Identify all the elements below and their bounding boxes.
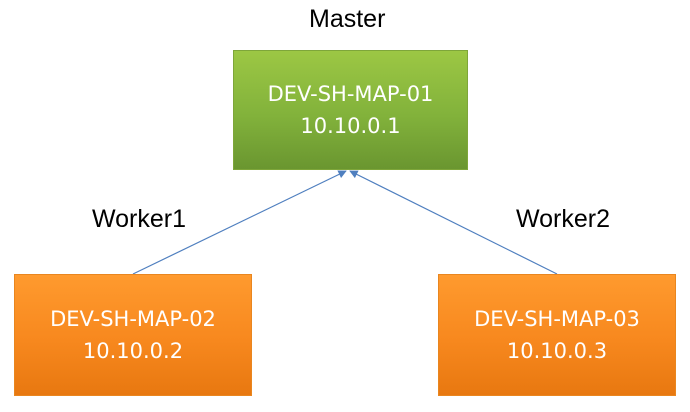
worker1-ip: 10.10.0.2	[82, 339, 184, 363]
worker1-node: DEV-SH-MAP-02 10.10.0.2	[14, 274, 252, 396]
worker2-node: DEV-SH-MAP-03 10.10.0.3	[438, 274, 676, 396]
master-ip: 10.10.0.1	[300, 114, 401, 138]
worker1-hostname: DEV-SH-MAP-02	[50, 307, 216, 331]
master-hostname: DEV-SH-MAP-01	[267, 82, 434, 106]
master-role-label: Master	[309, 5, 386, 33]
worker1-role-label: Worker1	[92, 205, 187, 233]
connector-worker1-to-master	[132, 170, 347, 275]
master-node: DEV-SH-MAP-01 10.10.0.1	[233, 50, 468, 170]
worker2-hostname: DEV-SH-MAP-03	[474, 307, 640, 331]
worker2-role-label: Worker2	[516, 205, 611, 233]
connector-worker2-to-master	[349, 170, 558, 275]
worker2-ip: 10.10.0.3	[506, 339, 608, 363]
